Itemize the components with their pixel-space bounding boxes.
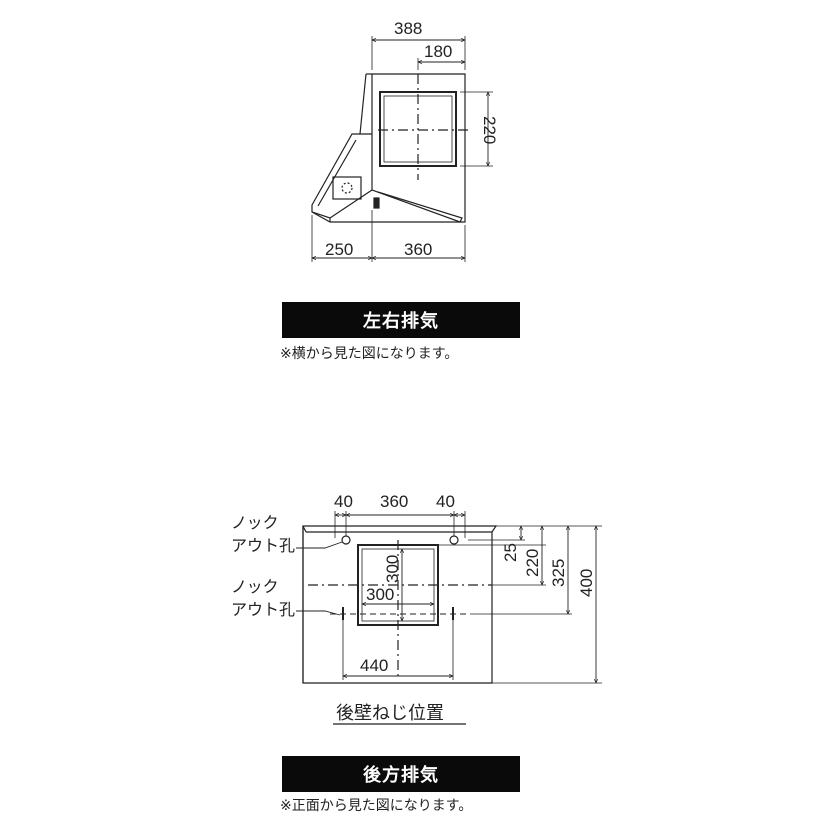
dim-duct-height: 220 [480,116,499,144]
rear-panel-outline [302,525,498,684]
knockout-label-lower-line2: アウト孔 [231,600,295,619]
dim-top-to-lower-hole: 325 [549,559,568,587]
hood-bottom-panel [311,191,463,223]
dim-opening-height: 300 [383,555,402,583]
rear-exhaust-banner: 後方排気 [282,756,520,792]
screw-position-title: 後壁ねじ位置 [336,703,444,724]
rear-view-diagram [296,511,602,725]
knockout-label-upper-line1: ノック [231,513,279,532]
dim-top-to-hole: 25 [501,543,520,562]
rear-view-note: ※正面から見た図になります。 [280,798,473,814]
knockout-label-lower-line1: ノック [231,577,279,596]
dim-body-depth: 360 [404,240,432,259]
dim-overall-depth: 388 [394,19,422,38]
dim-lower-hole-span: 440 [360,656,388,675]
dim-duct-offset: 180 [424,42,452,61]
dim-hole-span: 360 [380,492,408,511]
dim-top-to-opening: 220 [523,549,542,577]
knockout-hole-right [449,535,459,545]
dim-opening-width: 300 [366,585,394,604]
hood-back-edge [359,73,372,135]
hood-body-outline [371,73,466,223]
side-exhaust-banner: 左右排気 [282,302,520,338]
hood-slope [311,133,373,219]
dim-left-hole-offset: 40 [334,492,353,511]
rear-view-labels: 40 360 40 25 220 325 400 300 300 440 ノック… [231,492,596,724]
side-view-diagram [311,36,493,262]
side-view-note: ※横から見た図になります。 [280,346,459,362]
hood-slope-inner [317,139,357,207]
duct-opening [379,91,457,167]
dim-overall-height: 400 [577,569,596,597]
knockout-label-upper-line2: アウト孔 [231,536,295,555]
side-view-labels: 388 180 220 250 360 [325,19,499,259]
dim-front-projection: 250 [325,240,353,259]
knockout-hole-left [341,535,351,545]
dim-right-hole-offset: 40 [436,492,455,511]
control-box [332,176,362,200]
